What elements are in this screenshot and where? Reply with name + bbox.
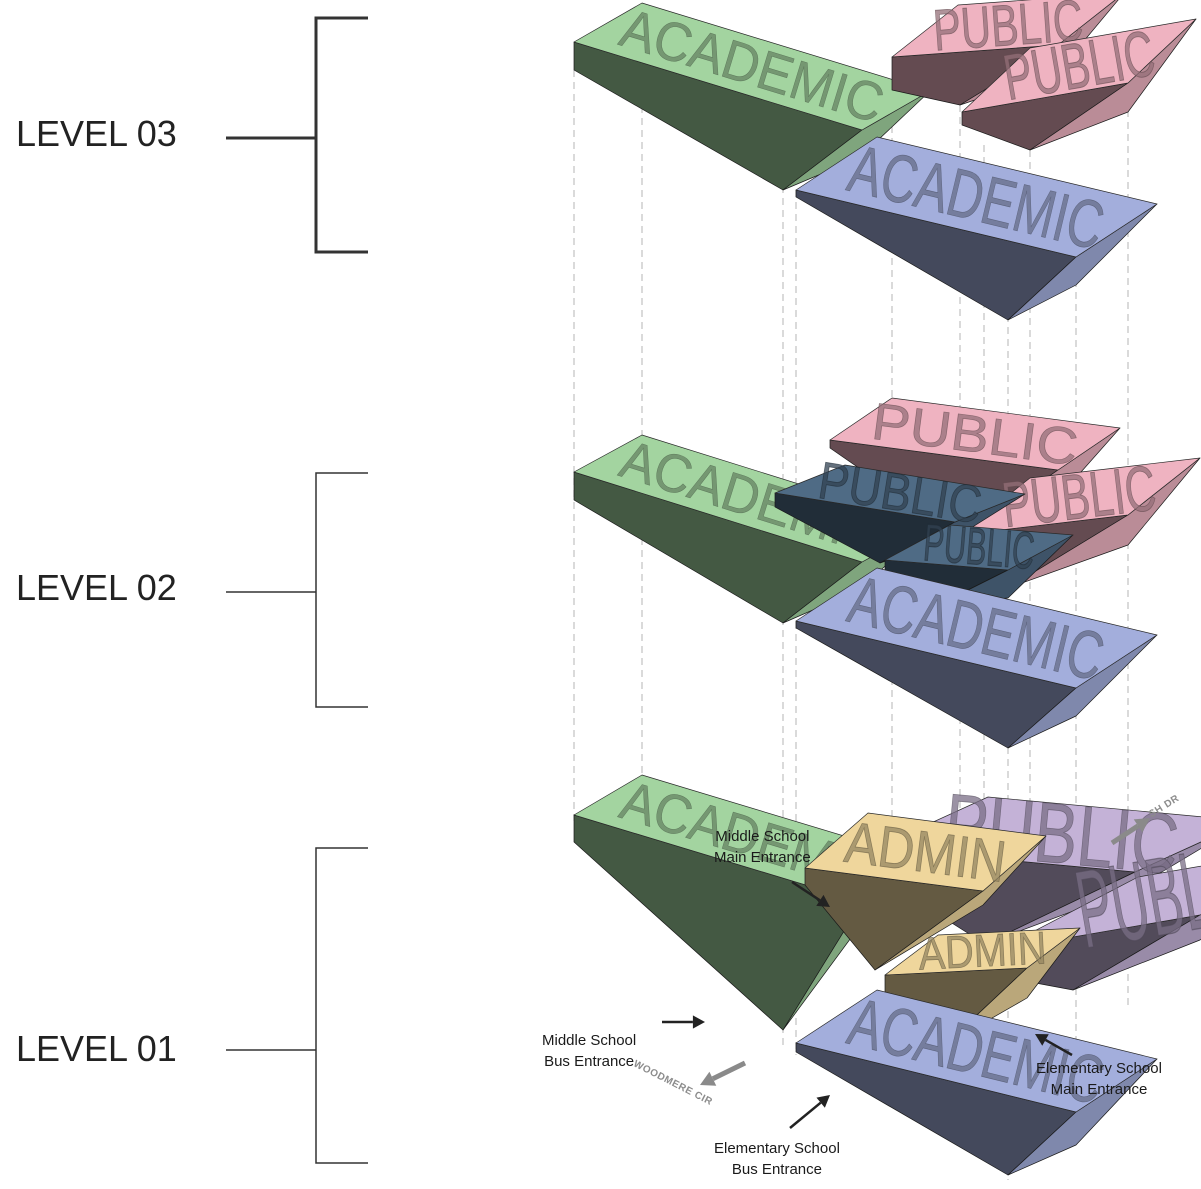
level-02-public-navy-a-block: PUBLIC	[774, 452, 1026, 564]
level-01-academic-blue-top-face	[795, 989, 1158, 1113]
level-03-academic-blue-block: ACADEMIC	[795, 129, 1158, 321]
middle-school-bus-entrance-arrow	[662, 1015, 705, 1029]
level-03-academic-blue-top-face	[795, 136, 1158, 258]
bracket-level-3	[226, 16, 368, 254]
level-02-public-navy-b-label: PUBLIC	[921, 514, 1036, 581]
level-02-public-navy-a-top-face	[774, 464, 1026, 523]
level-02-label: LEVEL 02	[16, 567, 177, 608]
middle-school-main-entrance-note: Middle School Main Entrance	[714, 828, 811, 866]
elementary-school-bus-entrance-note: Elementary School Bus Entrance	[714, 1140, 840, 1178]
level-01-public-lavender-b-block: PUBLIC	[997, 819, 1201, 991]
building-blocks: ACADEMICACADEMICPUBLICPUBLICACADEMICPUBL…	[573, 0, 1201, 1176]
bracket-level-2	[226, 472, 368, 708]
level-01-public-lavender-b-side-face	[1072, 914, 1201, 991]
level-01-label: LEVEL 01	[16, 1028, 177, 1069]
level-02-public-pink-a-top-face	[829, 397, 1121, 471]
level-01-public-lavender-b-label: PUBLIC	[1068, 820, 1201, 973]
level-03-public-pink-b-top-face	[961, 18, 1197, 113]
elementary-school-bus-entrance-arrow	[789, 1095, 830, 1129]
level-03-label: LEVEL 03	[16, 113, 177, 154]
bracket-level-1	[226, 847, 368, 1164]
middle-school-main-entrance-arrow	[791, 880, 830, 907]
level-02-public-pink-b-label: PUBLIC	[998, 452, 1159, 541]
level-02-academic-blue-block: ACADEMIC	[795, 560, 1158, 749]
level-01-admin-tan-b-top-face	[884, 927, 1081, 976]
level-01-admin-tan-a-top-face	[804, 812, 1047, 892]
level-01-public-lavender-b-top-face	[997, 865, 1201, 951]
elementary-school-main-entrance-arrow	[1035, 1034, 1073, 1057]
level-02-academic-blue-top-face	[795, 567, 1158, 689]
sh-dr-arrow	[1110, 818, 1150, 846]
middle-school-bus-entrance-note: Middle School Bus Entrance	[542, 1032, 637, 1070]
woodmere-cir-arrow	[700, 1060, 747, 1086]
level-brackets	[226, 16, 368, 1164]
level-02-public-navy-b-top-face	[884, 524, 1074, 571]
level-02-public-navy-b-block: PUBLIC	[884, 513, 1074, 605]
level-01-admin-tan-b-label: ADMIN	[917, 923, 1047, 981]
entrance-arrows	[662, 818, 1150, 1129]
elementary-school-main-entrance-note: Elementary School Main Entrance	[1036, 1060, 1162, 1098]
